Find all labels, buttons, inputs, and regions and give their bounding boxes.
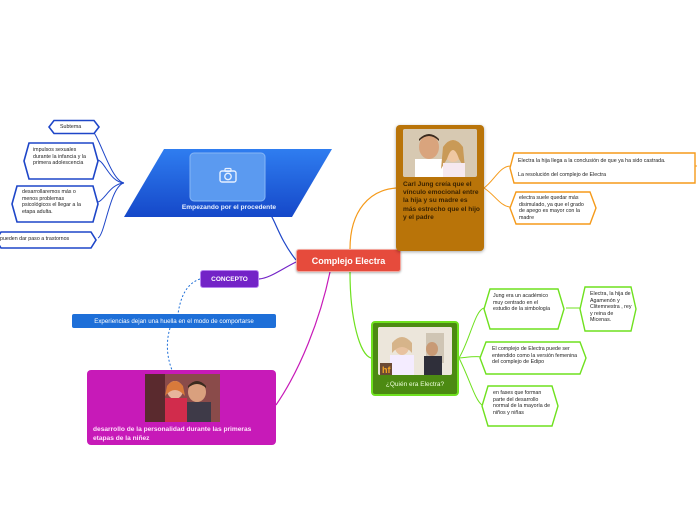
- father-daughter-illustration: [403, 129, 477, 177]
- topic-desarrollo-personalidad[interactable]: desarrollo de la personalidad durante la…: [87, 370, 276, 445]
- blue-subtopic-3-frame[interactable]: [10, 184, 100, 224]
- topic-experiencias-label: Experiencias dejan una huella en el modo…: [94, 317, 254, 325]
- green-subtopic-4-text: en fases que forman parte del desarrollo…: [493, 390, 551, 416]
- blue-subtopic-2-text: impulsos sexuales durante la infancia y …: [33, 147, 87, 167]
- topic-carl-jung[interactable]: Carl Jung creía que el vínculo emocional…: [396, 125, 484, 251]
- family-scene-illustration: hf: [378, 327, 452, 375]
- topic-empezando[interactable]: Empezando por el procedente: [124, 149, 332, 217]
- blue-subtopic-4-frame[interactable]: [0, 230, 98, 250]
- green-subtopic-2-frame[interactable]: [578, 285, 638, 333]
- orange-subtopic-1-frame[interactable]: [508, 151, 697, 185]
- father-child-photo: [145, 374, 220, 422]
- orange-subtopic-1-line1: Electra la hija llega a la conclusión de…: [518, 158, 666, 164]
- blue-subtopic-3-text: desarrollaremos más o menos problemas ps…: [22, 189, 81, 215]
- topic-quien-era-electra[interactable]: hf ¿Quién era Electra?: [371, 321, 459, 396]
- blue-subtopic-1-text: Subtema: [60, 124, 82, 130]
- blue-subtopic-4-text: pueden dar paso a trastornos: [0, 236, 70, 242]
- green-subtopic-1-frame[interactable]: [482, 287, 566, 331]
- orange-subtopic-2-text: electra suele quedar más disimulado, ya …: [519, 195, 584, 221]
- blue-subtopic-2-frame[interactable]: [22, 141, 100, 181]
- topic-concepto-label: CONCEPTO: [211, 275, 248, 283]
- blue-subtopic-1-frame[interactable]: [48, 119, 100, 135]
- green-subtopic-3-frame[interactable]: [478, 340, 588, 376]
- green-subtopic-4-frame[interactable]: [480, 384, 560, 428]
- central-topic[interactable]: Complejo Electra: [296, 249, 401, 272]
- topic-desarrollo-personalidad-label: desarrollo de la personalidad durante la…: [93, 426, 252, 442]
- orange-subtopic-2-frame[interactable]: [508, 190, 598, 226]
- orange-subtopic-1-line2: La resolución del complejo de Electra: [518, 172, 607, 178]
- camera-icon: [218, 165, 238, 185]
- topic-carl-jung-label: Carl Jung creía que el vínculo emocional…: [403, 181, 480, 221]
- green-subtopic-1-text: Jung era un académico muy centrado en el…: [493, 293, 551, 313]
- father-child-illustration: [145, 374, 220, 422]
- topic-empezando-shape: [124, 149, 332, 217]
- photo-badge: hf: [382, 365, 391, 375]
- topic-quien-era-electra-label: ¿Quién era Electra?: [385, 381, 445, 388]
- green-subtopic-3-text: El complejo de Electra puede ser entendi…: [492, 346, 578, 366]
- green-subtopic-2-text: Electra, la hija de Agamenón y Clitemnes…: [590, 291, 632, 324]
- central-topic-label: Complejo Electra: [311, 255, 386, 266]
- father-daughter-photo: [403, 129, 477, 177]
- topic-experiencias[interactable]: Experiencias dejan una huella en el modo…: [72, 314, 276, 328]
- topic-concepto[interactable]: CONCEPTO: [200, 270, 259, 288]
- family-scene-photo: hf: [378, 327, 452, 375]
- topic-empezando-label: Empezando por el procedente: [181, 204, 277, 211]
